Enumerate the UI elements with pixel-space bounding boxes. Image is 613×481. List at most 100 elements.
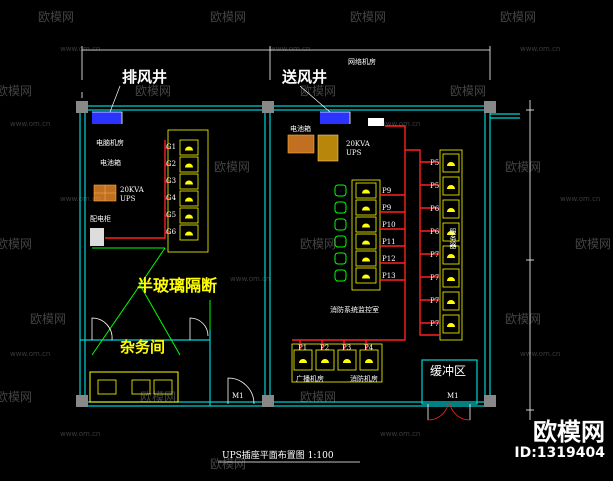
equipment-symbol bbox=[185, 197, 193, 202]
rack-unit bbox=[442, 268, 460, 288]
equipment-symbol bbox=[362, 257, 370, 262]
rack-bottom bbox=[291, 343, 383, 383]
fire-console-label: 消防系统监控室 bbox=[330, 306, 379, 314]
equipment-symbol bbox=[447, 254, 455, 258]
equipment-symbol bbox=[299, 359, 307, 363]
cable-runs bbox=[105, 125, 440, 350]
rack-unit bbox=[179, 156, 199, 173]
equipment-symbol bbox=[185, 180, 193, 185]
watermark: 欧模网 bbox=[350, 10, 387, 24]
rack-left-label: G5 bbox=[166, 211, 177, 219]
equipment-symbol bbox=[447, 277, 455, 281]
rack-right-label: P6 bbox=[430, 228, 440, 236]
watermark-url: www.om.cn bbox=[230, 275, 271, 283]
chair bbox=[334, 269, 347, 282]
console-outlet-label: P10 bbox=[382, 221, 396, 229]
rack-unit bbox=[337, 349, 357, 371]
rack-bottom-label: P3 bbox=[342, 344, 352, 352]
rack-right-label: P7 bbox=[430, 297, 440, 305]
chair bbox=[334, 201, 347, 214]
rack-right bbox=[439, 149, 463, 341]
rack-bottom-label: P1 bbox=[298, 344, 308, 352]
equipment-symbol bbox=[185, 146, 193, 151]
exhaust-shaft-label: 排风井 bbox=[122, 68, 168, 86]
watermark-url: www.om.cn bbox=[60, 195, 101, 203]
watermark: 欧模网 bbox=[0, 84, 33, 98]
distribution-cabinet-label: 配电柜 bbox=[90, 215, 111, 223]
supply-shaft-label: 送风井 bbox=[282, 68, 328, 86]
watermark: 欧模网 bbox=[38, 10, 75, 24]
watermark-url: www.om.cn bbox=[270, 45, 311, 53]
rack-unit bbox=[442, 291, 460, 311]
rack-left bbox=[167, 129, 209, 253]
watermark: 欧模网 bbox=[0, 390, 33, 404]
console-outlet-label: P12 bbox=[382, 255, 396, 263]
ups-left-label: 20KVA UPS bbox=[120, 186, 144, 203]
equipment-symbol bbox=[447, 323, 455, 327]
battery-cabinet-left: 电池箱 bbox=[100, 159, 121, 167]
rack-unit bbox=[179, 190, 199, 207]
watermark-url: www.om.cn bbox=[10, 120, 51, 128]
rack-left-label: G1 bbox=[166, 143, 177, 151]
rack-bottom-label: P4 bbox=[364, 344, 374, 352]
rack-unit bbox=[442, 176, 460, 196]
chair bbox=[334, 252, 347, 265]
walls bbox=[79, 105, 520, 407]
watermark: 欧模网 bbox=[0, 237, 33, 251]
rack-left-label: G2 bbox=[166, 160, 177, 168]
ups-left bbox=[93, 184, 117, 202]
chair bbox=[334, 218, 347, 231]
watermark: 欧模网 bbox=[135, 84, 172, 98]
rack-unit bbox=[355, 216, 377, 233]
rack-left-label: G3 bbox=[166, 177, 177, 185]
rack-unit bbox=[442, 314, 460, 334]
watermark: 欧模网 bbox=[500, 10, 537, 24]
brand-logo-text: 欧模网 bbox=[533, 418, 605, 446]
plan-title: UPS插座平面布置图 1:100 bbox=[222, 451, 334, 461]
equipment-symbol bbox=[447, 185, 455, 189]
rack-unit bbox=[442, 199, 460, 219]
utility-desk bbox=[89, 371, 179, 403]
rack-unit bbox=[293, 349, 313, 371]
server-label: 服务器 bbox=[449, 228, 457, 249]
watermark-url: www.om.cn bbox=[60, 430, 101, 438]
ups-right-label: 20KVA UPS bbox=[346, 140, 370, 157]
rack-unit bbox=[179, 207, 199, 224]
watermark-url: www.om.cn bbox=[380, 120, 421, 128]
rack-unit bbox=[355, 250, 377, 267]
shafts bbox=[92, 111, 351, 124]
chair bbox=[334, 235, 347, 248]
broadcast-label: 广播机房 bbox=[296, 375, 324, 383]
rack-unit bbox=[355, 182, 377, 199]
watermark-url: www.om.cn bbox=[10, 350, 51, 358]
watermark: 欧模网 bbox=[450, 84, 487, 98]
equipment-symbol bbox=[447, 162, 455, 166]
watermark: 欧模网 bbox=[300, 390, 337, 404]
rack-right-label: P5 bbox=[430, 182, 440, 190]
buffer-zone-label: 缓冲区 bbox=[430, 364, 467, 378]
rack-unit bbox=[315, 349, 335, 371]
fire-console bbox=[334, 179, 381, 291]
watermark-url: www.om.cn bbox=[560, 195, 601, 203]
ups-right bbox=[287, 118, 384, 162]
watermark: 欧模网 bbox=[210, 457, 247, 471]
equipment-symbol bbox=[362, 223, 370, 228]
equipment-symbol bbox=[447, 300, 455, 304]
rack-unit bbox=[442, 245, 460, 265]
battery-cabinet-right: 电池箱 bbox=[290, 125, 311, 133]
rack-bottom-label: P2 bbox=[320, 344, 330, 352]
watermark-url: www.om.cn bbox=[380, 430, 421, 438]
equipment-symbol bbox=[362, 189, 370, 194]
equipment-symbol bbox=[362, 274, 370, 279]
rack-unit bbox=[355, 267, 377, 284]
watermark: 欧模网 bbox=[505, 312, 542, 326]
equipment-symbol bbox=[343, 359, 351, 363]
equipment-symbol bbox=[185, 214, 193, 219]
watermark-url: www.om.cn bbox=[520, 45, 561, 53]
chair bbox=[334, 184, 347, 197]
console-outlet-label: P9 bbox=[382, 187, 392, 195]
rack-right-label: P7 bbox=[430, 251, 440, 259]
rack-unit bbox=[355, 233, 377, 250]
rack-right-label: P7 bbox=[430, 320, 440, 328]
